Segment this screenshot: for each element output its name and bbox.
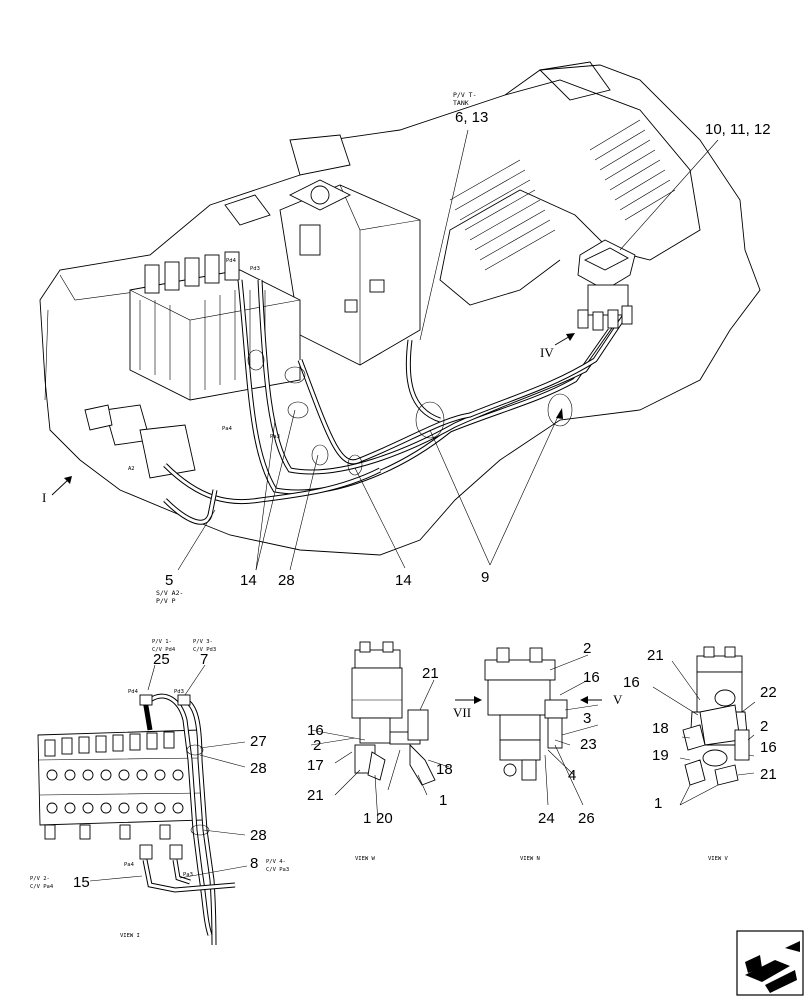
callout-20: 20 — [376, 810, 393, 827]
label-pv4-2: C/V Pa3 — [266, 867, 289, 873]
hose-bundle — [163, 279, 628, 505]
callout-21-bottom: 21 — [307, 787, 324, 804]
label-pv1-1: P/V 1- — [152, 639, 172, 645]
callout-1-right: 1 — [439, 792, 447, 809]
label-pv2-2: C/V Pa4 — [30, 884, 54, 890]
callout-14-right: 14 — [395, 572, 412, 589]
label-sv-a2-1: S/V A2- — [156, 589, 183, 597]
callout-1-view-v: 1 — [654, 795, 662, 812]
caption-view-n: VIEW N — [520, 856, 540, 862]
callout-27: 27 — [250, 733, 267, 750]
port-label-pa3: Pa3 — [270, 434, 280, 440]
label-sv-a2-2: P/V P — [156, 597, 176, 605]
callout-15: 15 — [73, 874, 90, 891]
callout-4: 4 — [568, 767, 576, 784]
callout-5: 5 — [165, 572, 173, 589]
callout-10-11-12: 10, 11, 12 — [705, 121, 771, 138]
label-pv4-1: P/V 4- — [266, 859, 286, 865]
caption-view-i: VIEW I — [120, 933, 140, 939]
valve-detail-view-w — [310, 641, 450, 824]
callout-28-lower: 28 — [250, 827, 267, 844]
label-pv1-2: C/V Pd4 — [152, 647, 176, 653]
valve-detail-view-v — [652, 646, 756, 806]
callout-2: 2 — [313, 737, 321, 754]
page-corner-arrow-icon[interactable] — [736, 930, 804, 996]
main-isometric-view — [39, 61, 761, 571]
label-pv3-2: C/V Pd3 — [193, 647, 216, 653]
callout-26: 26 — [578, 810, 595, 827]
port-label-pa3-view-i: Pa3 — [183, 872, 193, 878]
callout-17: 17 — [307, 757, 324, 774]
callout-28-upper: 28 — [250, 760, 267, 777]
port-label-pd3: Pd3 — [250, 266, 260, 272]
callout-18-view-v: 18 — [652, 720, 669, 737]
port-label-pd3-view-i: Pd3 — [174, 689, 184, 695]
callout-16-top-view-v: 16 — [623, 674, 640, 691]
callout-18: 18 — [436, 761, 453, 778]
callout-21-top-view-v: 21 — [647, 647, 664, 664]
callout-1-left: 1 — [363, 810, 371, 827]
callout-25: 25 — [153, 651, 170, 668]
view-marker-v: V — [613, 692, 623, 707]
radiator-fins — [449, 119, 676, 271]
main-control-valve — [129, 251, 301, 401]
port-label-pa4: Pa4 — [222, 426, 233, 432]
callout-9: 9 — [481, 569, 489, 586]
callout-19: 19 — [652, 747, 669, 764]
label-pv3-1: P/V 3- — [193, 639, 213, 645]
callout-14-left: 14 — [240, 572, 257, 589]
label-pv-t-tank-2: TANK — [453, 99, 469, 107]
port-label-pd4: Pd4 — [226, 258, 237, 264]
callout-2-view-n: 2 — [583, 640, 591, 657]
port-label-pd4-view-i: Pd4 — [128, 689, 139, 695]
solenoid-valve-block — [577, 239, 636, 331]
callout-28: 28 — [278, 572, 295, 589]
callout-6-13: 6, 13 — [455, 109, 488, 126]
view-marker-iv: IV — [540, 345, 554, 360]
callout-2-view-v: 2 — [760, 718, 768, 735]
callout-16: 16 — [307, 722, 324, 739]
callout-16-bottom-view-v: 16 — [760, 739, 777, 756]
callout-21-top: 21 — [422, 665, 439, 682]
caption-view-w: VIEW W — [355, 856, 376, 862]
callout-16-view-n: 16 — [583, 669, 600, 686]
caption-view-v: VIEW V — [708, 856, 729, 862]
callout-21-bottom-view-v: 21 — [760, 766, 777, 783]
view-marker-vii: VII — [453, 705, 471, 720]
view-i-drawing — [37, 664, 248, 946]
port-label-pa4-view-i: Pa4 — [124, 862, 135, 868]
label-pv-t-tank-1: P/V T- — [453, 91, 476, 99]
callout-22: 22 — [760, 684, 777, 701]
callout-3: 3 — [583, 710, 591, 727]
port-label-a2: A2 — [128, 466, 135, 472]
callout-24: 24 — [538, 810, 555, 827]
label-pv2-1: P/V 2- — [30, 876, 50, 882]
callout-7: 7 — [200, 651, 208, 668]
callout-23: 23 — [580, 736, 597, 753]
hydraulic-tank — [224, 134, 421, 366]
view-marker-i: I — [42, 490, 46, 505]
callout-8: 8 — [250, 855, 258, 872]
valve-detail-view-n — [455, 647, 602, 806]
